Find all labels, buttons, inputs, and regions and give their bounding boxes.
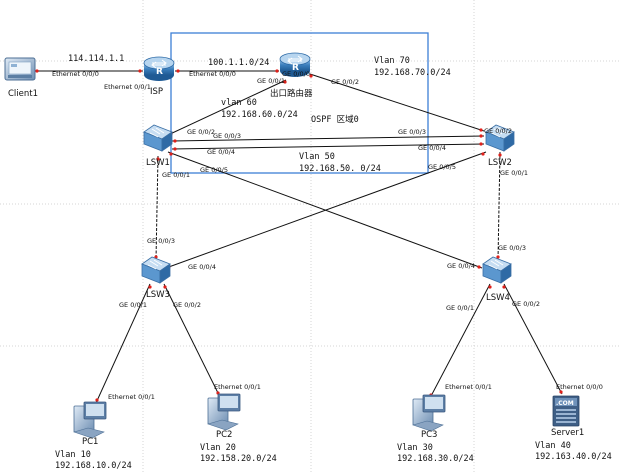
port-label-lsw1-ge001: GE 0/0/1 [162,171,190,179]
link-lsw4-pc3 [429,283,491,399]
svg-text:R: R [156,67,163,77]
port-label-client1-e000: Ethernet 0/0/0 [52,70,99,78]
port-label-pc1-e001: Ethernet 0/0/1 [108,393,155,401]
pc1-label: PC1 [82,437,98,447]
link-lsw2-lsw4 [497,151,501,261]
links [34,70,563,404]
link-lsw4-server1 [503,283,563,395]
port-label-exit-ge002: GE 0/0/2 [331,78,359,86]
lsw2-label: LSW2 [488,158,512,168]
vlan50-net: 192.168.50. 0/24 [299,164,381,174]
lsw3-switch-icon[interactable] [141,256,171,284]
exit-router-icon[interactable]: R [279,52,311,77]
port-label-lsw2-ge002: GE 0/0/2 [484,127,512,135]
port-label-lsw2-ge005: GE 0/0/5 [428,163,456,171]
pc3-icon[interactable] [411,394,446,432]
svg-text:.COM: .COM [556,400,574,407]
port-label-lsw1-ge004: GE 0/0/4 [207,148,235,156]
port-label-lsw3-ge003: GE 0/0/3 [147,237,175,245]
pc2-icon[interactable] [206,393,241,431]
port-label-lsw3-ge004: GE 0/0/4 [188,263,216,271]
server1-label: Server1 [551,428,584,438]
lsw1-switch-icon[interactable] [143,124,173,152]
lsw3-label: LSW3 [146,290,170,300]
port-label-isp-e001: Ethernet 0/0/1 [104,83,151,91]
vlan50-name: Vlan 50 [299,152,335,162]
vlan20-name: Vlan 20 [200,443,236,453]
isp-exit-net: 100.1.1.0/24 [208,58,269,68]
port-label-isp-e000: Ethernet 0/0/0 [189,70,236,78]
port-label-exit-ge001: GE 0/0/1 [257,77,285,85]
lsw2-switch-icon[interactable] [485,124,515,152]
client-isp-ip: 114.114.1.1 [68,54,124,64]
port-label-lsw4-ge003: GE 0/0/3 [498,244,526,252]
port-label-lsw3-ge002: GE 0/0/2 [173,301,201,309]
port-label-pc2-e001: Ethernet 0/0/1 [214,383,261,391]
port-label-pc3-e001: Ethernet 0/0/1 [445,383,492,391]
port-label-lsw2-ge001: GE 0/0/1 [500,169,528,177]
exit-router-label: 出口路由器 [270,88,313,99]
link-lsw1-lsw2-top [171,135,485,142]
port-label-exit-ge000: GE 0/0/0 [282,70,310,78]
port-dots [35,69,563,402]
port-label-lsw1-ge005: GE 0/0/5 [200,166,228,174]
port-label-lsw4-ge002: GE 0/0/2 [512,300,540,308]
ospf-area-box [170,32,429,174]
vlan70-name: Vlan 70 [374,56,410,66]
client1-icon[interactable] [4,57,36,81]
port-label-lsw3-ge001: GE 0/0/1 [119,301,147,309]
port-label-lsw2-ge004: GE 0/0/4 [418,144,446,152]
link-exit-router-lsw1 [167,79,287,136]
vlan40-name: Vlan 40 [535,441,571,451]
vlan20-net: 192.158.20.0/24 [200,454,277,464]
link-lsw1-lsw3 [155,155,159,261]
vlan10-net: 192.168.10.0/24 [55,461,132,471]
port-label-lsw4-ge004: GE 0/0/4 [447,262,475,270]
vlan30-net: 192.168.30.0/24 [397,454,474,464]
link-lsw3-pc2 [163,283,220,396]
server1-icon[interactable]: .COM [552,395,580,427]
vlan30-name: Vlan 30 [397,443,433,453]
lsw4-label: LSW4 [486,293,510,303]
isp-router-icon[interactable]: R [143,56,175,81]
lsw4-switch-icon[interactable] [482,256,512,284]
port-label-lsw2-ge003: GE 0/0/3 [398,128,426,136]
port-label-lsw1-ge003: GE 0/0/3 [213,132,241,140]
client1-label: Client1 [8,89,38,99]
pc2-label: PC2 [216,430,232,440]
ospf-area-label: OSPF 区域0 [311,114,359,125]
vlan70-net: 192.168.70.0/24 [374,68,451,78]
vlan10-name: Vlan 10 [55,450,91,460]
link-lsw1-lsw2-bottom [171,143,485,150]
pc1-icon[interactable] [72,401,107,439]
link-lsw2-lsw3 [165,151,487,269]
port-label-server1-e000: Ethernet 0/0/0 [556,383,603,391]
vlan60-net: 192.168.60.0/24 [221,110,298,120]
port-label-lsw4-ge001: GE 0/0/1 [446,304,474,312]
lsw1-label: LSW1 [146,158,170,168]
link-exit-router-lsw2 [309,73,485,132]
vlan40-net: 192.163.40.0/24 [535,452,612,462]
svg-text:R: R [292,63,299,73]
vlan60-name: vlan 60 [221,98,257,108]
isp-label: ISP [150,87,163,97]
pc3-label: PC3 [421,430,437,440]
port-label-lsw1-ge002: GE 0/0/2 [187,128,215,136]
link-lsw3-pc1 [95,283,151,404]
